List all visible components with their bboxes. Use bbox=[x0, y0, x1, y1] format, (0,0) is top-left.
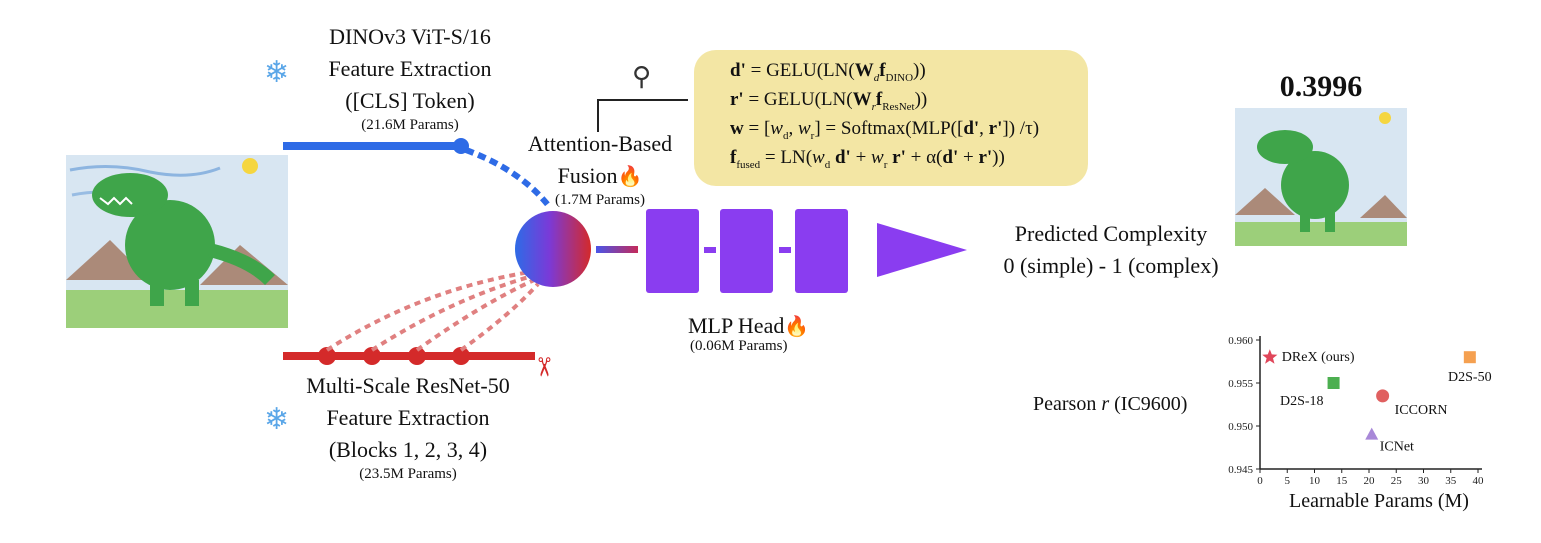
chart-xlabel: Learnable Params (M) bbox=[1289, 490, 1469, 512]
equation-2: r' = GELU(LN(WrfResNet)) bbox=[730, 89, 928, 113]
fusion-line2: Fusion bbox=[557, 162, 618, 188]
dino-label: DINOv3 ViT-S/16 Feature Extraction ([CLS… bbox=[290, 21, 530, 117]
point-label-iccorn: ICCORN bbox=[1395, 403, 1448, 418]
fire-icon: 🔥 bbox=[617, 163, 643, 188]
resnet-line3: (Blocks 1, 2, 3, 4) bbox=[328, 436, 488, 462]
x-tick-label: 30 bbox=[1418, 475, 1430, 487]
x-tick-label: 10 bbox=[1309, 475, 1321, 487]
mlp-label: MLP Head🔥 bbox=[688, 310, 809, 342]
equation-3: w = [wd, wr] = Softmax(MLP([d', r']) /τ) bbox=[730, 118, 1040, 142]
dino-params: (21.6M Params) bbox=[361, 117, 459, 133]
fire-icon: 🔥 bbox=[784, 314, 810, 338]
resnet-connectors bbox=[325, 270, 540, 352]
fusion-bracket bbox=[597, 99, 688, 132]
chart-ylabel: Pearson r (IC9600) bbox=[1033, 393, 1188, 415]
y-tick-label: 0.950 bbox=[1228, 421, 1253, 433]
resnet-label: Multi-Scale ResNet-50 Feature Extraction… bbox=[272, 370, 544, 466]
fusion-node bbox=[515, 211, 591, 287]
mlp-params: (0.06M Params) bbox=[690, 338, 788, 354]
equation-1: d' = GELU(LN(WdfDINO)) bbox=[730, 60, 926, 84]
scissors-icon: ✂ bbox=[527, 356, 558, 378]
resnet-title: Multi-Scale ResNet-50 bbox=[306, 373, 510, 398]
point-iccorn bbox=[1376, 389, 1390, 403]
y-tick-label: 0.955 bbox=[1228, 378, 1253, 390]
dino-line3: ([CLS] Token) bbox=[345, 87, 475, 113]
resnet-line2: Feature Extraction bbox=[326, 404, 490, 430]
resnet-params: (23.5M Params) bbox=[359, 466, 457, 482]
output-image bbox=[1235, 108, 1407, 246]
point-label-drex-ours: DReX (ours) bbox=[1282, 350, 1355, 365]
point-icnet bbox=[1365, 427, 1379, 440]
fusion-mlp-connector bbox=[596, 246, 638, 253]
prediction-label: Predicted Complexity 0 (simple) - 1 (com… bbox=[968, 218, 1254, 282]
snowflake-icon: ❄ bbox=[264, 55, 290, 90]
mlp-title: MLP Head bbox=[688, 313, 785, 338]
prediction-line1: Predicted Complexity bbox=[1014, 221, 1208, 246]
prediction-line2: 0 (simple) - 1 (complex) bbox=[1003, 252, 1219, 278]
point-d2s-50 bbox=[1463, 351, 1476, 364]
point-d2s-18 bbox=[1327, 377, 1340, 389]
snowflake-icon: ❄ bbox=[264, 402, 290, 437]
output-arrow bbox=[877, 223, 967, 277]
point-label-icnet: ICNet bbox=[1380, 440, 1414, 455]
fusion-label: Attention-Based Fusion🔥 bbox=[505, 128, 695, 192]
dino-connector bbox=[464, 147, 551, 207]
fusion-params: (1.7M Params) bbox=[555, 192, 645, 208]
y-tick-label: 0.960 bbox=[1228, 335, 1253, 347]
x-tick-label: 5 bbox=[1285, 475, 1291, 487]
x-tick-label: 40 bbox=[1473, 475, 1485, 487]
point-label-d2s-18: D2S-18 bbox=[1280, 394, 1324, 409]
x-tick-label: 35 bbox=[1445, 475, 1457, 487]
y-tick-label: 0.945 bbox=[1228, 464, 1253, 476]
point-drex-ours bbox=[1262, 349, 1278, 364]
magnifier-icon: ⚲ bbox=[632, 62, 652, 92]
dino-line2: Feature Extraction bbox=[328, 55, 492, 81]
x-tick-label: 20 bbox=[1364, 475, 1376, 487]
x-tick-label: 25 bbox=[1391, 475, 1403, 487]
mlp-head-blocks bbox=[646, 209, 848, 293]
fusion-line1: Attention-Based bbox=[527, 131, 673, 156]
dino-title: DINOv3 ViT-S/16 bbox=[329, 24, 491, 49]
predicted-score: 0.3996 bbox=[1279, 70, 1363, 103]
input-image bbox=[66, 155, 288, 328]
point-label-d2s-50: D2S-50 bbox=[1448, 370, 1492, 385]
equation-4: ffused = LN(wd d' + wr r' + α(d' + r')) bbox=[730, 147, 1005, 171]
x-tick-label: 0 bbox=[1257, 475, 1263, 487]
resnet-nodes bbox=[318, 347, 470, 365]
dino-node bbox=[453, 138, 469, 154]
scatter-chart: 0 5 10 15 20 25 30 35 40 0.945 0.950 0.955 0.960Lear… bbox=[1228, 335, 1492, 512]
equation-box: d' = GELU(LN(WdfDINO)) r' = GELU(LN(WrfR… bbox=[694, 50, 1088, 186]
x-tick-label: 15 bbox=[1336, 475, 1348, 487]
